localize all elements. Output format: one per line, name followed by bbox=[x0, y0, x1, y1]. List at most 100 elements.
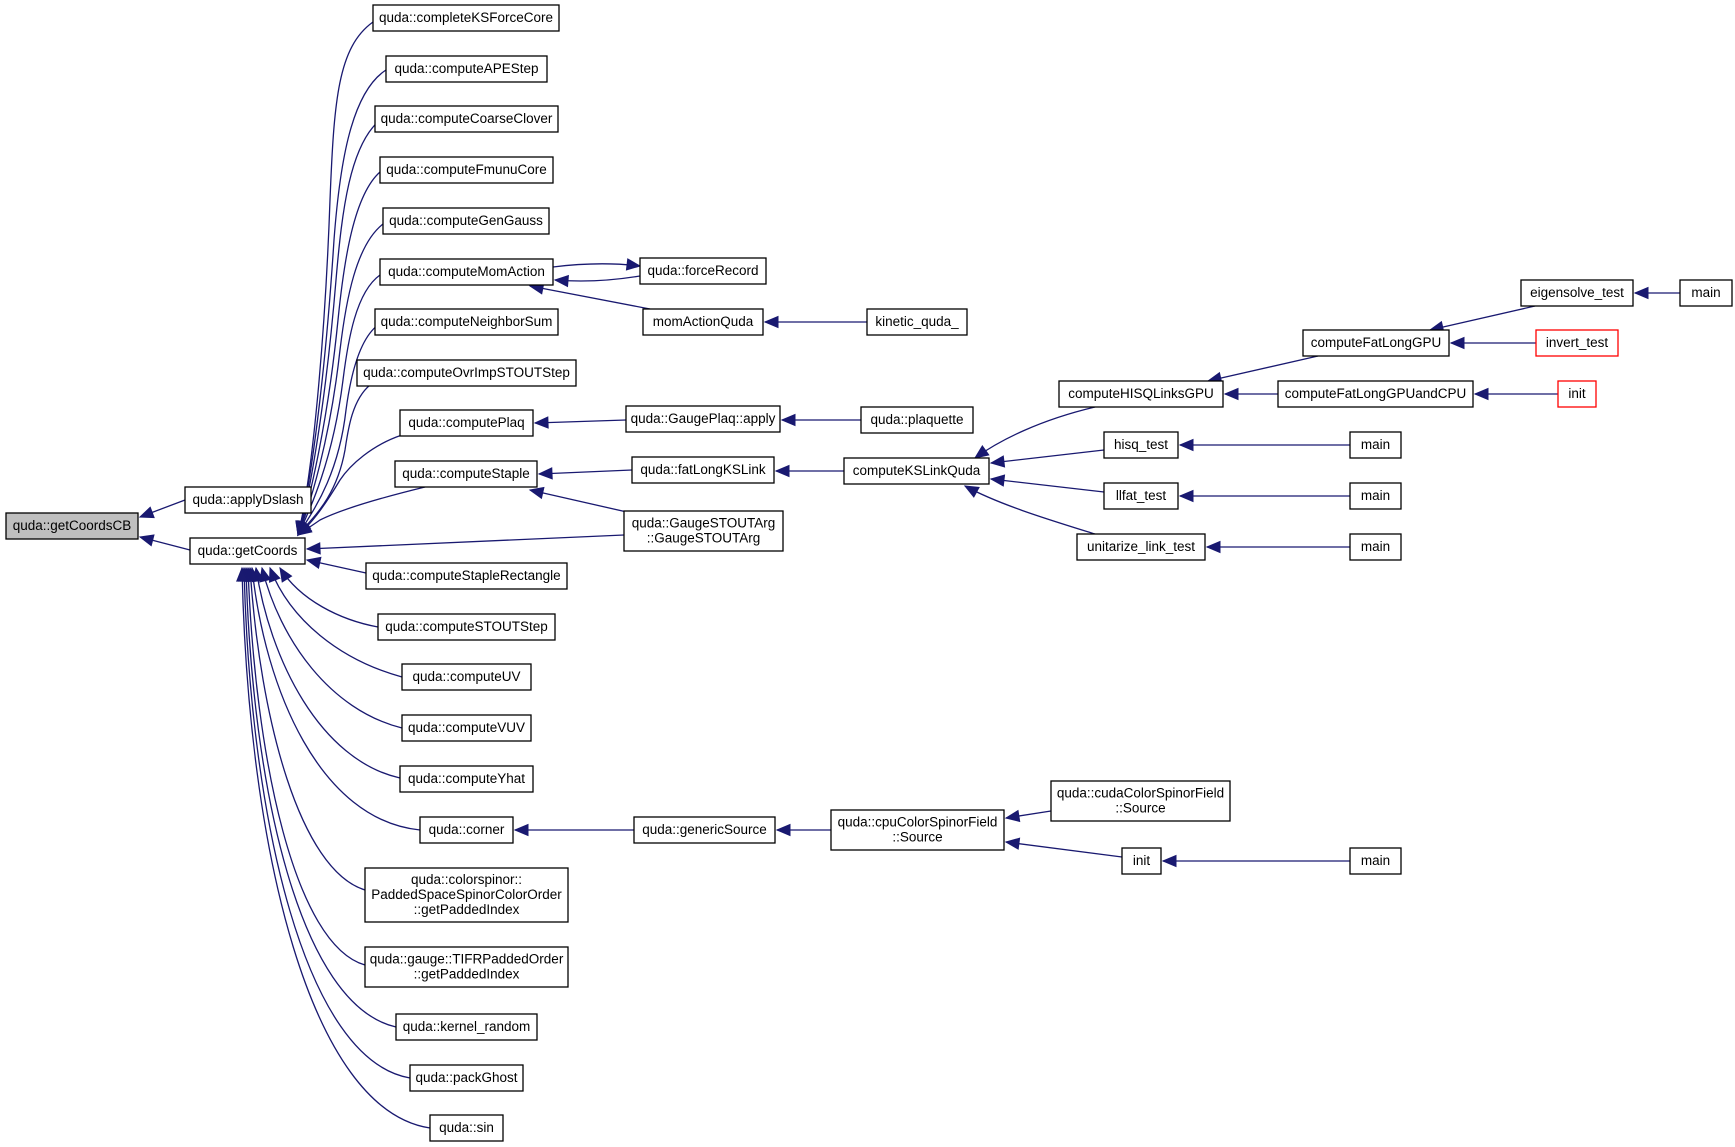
node-main_init[interactable]: main bbox=[1349, 847, 1402, 875]
node-label: PaddedSpaceSpinorColorOrder bbox=[371, 887, 562, 902]
node-box bbox=[1557, 380, 1597, 408]
node-computeOvrImpSTOUTStep[interactable]: quda::computeOvrImpSTOUTStep bbox=[356, 359, 577, 387]
node-computeVUV[interactable]: quda::computeVUV bbox=[401, 714, 532, 742]
edge-line bbox=[1207, 355, 1319, 382]
edge-corner-to-genericSource bbox=[513, 823, 634, 837]
edge-getCoords-to-computeUV bbox=[269, 566, 403, 678]
node-getCoordsCB[interactable]: quda::getCoordsCB bbox=[5, 512, 139, 540]
arrowhead bbox=[1161, 854, 1177, 868]
node-label: quda::packGhost bbox=[415, 1070, 517, 1085]
node-sin[interactable]: quda::sin bbox=[429, 1114, 504, 1142]
node-computeFatLongGPU[interactable]: computeFatLongGPU bbox=[1302, 329, 1450, 357]
node-label: quda::getCoords bbox=[198, 543, 298, 558]
edge-line bbox=[247, 567, 366, 966]
node-completeKSForceCore[interactable]: quda::completeKSForceCore bbox=[372, 4, 560, 32]
arrowhead bbox=[1449, 336, 1465, 350]
node-computeKSLinkQuda[interactable]: computeKSLinkQuda bbox=[843, 457, 990, 485]
node-box bbox=[639, 257, 767, 285]
edge-computeKSLinkQuda-to-llfat_test bbox=[989, 474, 1105, 493]
edge-computeStaple-to-GaugeSTOUTArg bbox=[528, 486, 641, 516]
node-GaugePlaqApply[interactable]: quda::GaugePlaq::apply bbox=[625, 405, 781, 433]
node-computeAPEStep[interactable]: quda::computeAPEStep bbox=[385, 55, 548, 83]
node-getPaddedIndexCS[interactable]: quda::colorspinor::PaddedSpaceSpinorColo… bbox=[364, 867, 569, 923]
node-label: quda::computeCoarseClover bbox=[381, 111, 553, 126]
node-box bbox=[374, 105, 559, 133]
edge-computeKSLinkQuda-to-computeHISQLinksGPU bbox=[973, 406, 1096, 459]
node-label: quda::computeAPEStep bbox=[394, 61, 538, 76]
node-box bbox=[860, 406, 974, 434]
node-box bbox=[843, 457, 990, 485]
node-computeCoarseClover[interactable]: quda::computeCoarseClover bbox=[374, 105, 559, 133]
node-GaugeSTOUTArg[interactable]: quda::GaugeSTOUTArg::GaugeSTOUTArg bbox=[623, 510, 784, 552]
node-computeStapleRectangle[interactable]: quda::computeStapleRectangle bbox=[365, 562, 568, 590]
node-getCoords[interactable]: quda::getCoords bbox=[189, 537, 306, 565]
node-main_llfat[interactable]: main bbox=[1349, 482, 1402, 510]
node-label: quda::computeStapleRectangle bbox=[372, 568, 560, 583]
node-label: ::Source bbox=[1115, 801, 1165, 816]
node-label: quda::computeGenGauss bbox=[389, 213, 543, 228]
node-main_eig[interactable]: main bbox=[1679, 279, 1733, 307]
arrowhead bbox=[296, 522, 313, 536]
node-computePlaq[interactable]: quda::computePlaq bbox=[399, 409, 534, 437]
node-label: ::getPaddedIndex bbox=[414, 902, 520, 917]
node-unitarize_link_test[interactable]: unitarize_link_test bbox=[1076, 533, 1206, 561]
node-computeGenGauss[interactable]: quda::computeGenGauss bbox=[382, 207, 550, 235]
node-box bbox=[399, 409, 534, 437]
node-label: main bbox=[1361, 437, 1390, 452]
node-computeMomAction[interactable]: quda::computeMomAction bbox=[379, 258, 554, 286]
node-hisq_test[interactable]: hisq_test bbox=[1103, 431, 1179, 459]
node-computeYhat[interactable]: quda::computeYhat bbox=[399, 765, 534, 793]
node-label: quda::corner bbox=[429, 822, 505, 837]
node-cudaSource[interactable]: quda::cudaColorSpinorField::Source bbox=[1050, 780, 1231, 822]
node-main_hisq[interactable]: main bbox=[1349, 431, 1402, 459]
arrowhead bbox=[537, 467, 553, 480]
node-init_src[interactable]: init bbox=[1121, 847, 1162, 875]
node-getPaddedIndexTIFR[interactable]: quda::gauge::TIFRPaddedOrder::getPaddedI… bbox=[364, 946, 569, 988]
node-genericSource[interactable]: quda::genericSource bbox=[633, 816, 776, 844]
arrowhead bbox=[1004, 837, 1021, 850]
edge-line bbox=[249, 567, 366, 891]
node-corner[interactable]: quda::corner bbox=[419, 816, 514, 844]
arrowhead bbox=[1205, 540, 1221, 554]
node-box bbox=[866, 308, 968, 336]
node-label: quda::computeOvrImpSTOUTStep bbox=[363, 365, 570, 380]
node-applyDslash[interactable]: quda::applyDslash bbox=[184, 486, 312, 514]
node-packGhost[interactable]: quda::packGhost bbox=[409, 1064, 524, 1092]
node-eigensolve_test[interactable]: eigensolve_test bbox=[1520, 279, 1634, 307]
edge-getCoords-to-getPaddedIndexCS bbox=[244, 566, 366, 891]
node-main_unit[interactable]: main bbox=[1349, 533, 1402, 561]
node-box bbox=[1535, 329, 1619, 357]
node-computeHISQLinksGPU[interactable]: computeHISQLinksGPU bbox=[1058, 380, 1224, 408]
node-init_trunc[interactable]: init bbox=[1557, 380, 1597, 408]
node-kinetic_quda_[interactable]: kinetic_quda_ bbox=[866, 308, 968, 336]
node-llfat_test[interactable]: llfat_test bbox=[1103, 482, 1179, 510]
edge-getCoords-to-computeStaple bbox=[296, 486, 426, 536]
node-label: init bbox=[1133, 853, 1151, 868]
node-label: main bbox=[1361, 853, 1390, 868]
node-computeFatLongGPUandCPU[interactable]: computeFatLongGPUandCPU bbox=[1277, 380, 1474, 408]
node-computeNeighborSum[interactable]: quda::computeNeighborSum bbox=[374, 308, 559, 336]
edge-getCoords-to-GaugeSTOUTArg bbox=[305, 534, 625, 555]
node-computeStaple[interactable]: quda::computeStaple bbox=[394, 460, 538, 488]
edge-fatLongKSLink-to-computeKSLinkQuda bbox=[774, 464, 844, 478]
node-momActionQuda[interactable]: momActionQuda bbox=[642, 308, 764, 336]
arrowhead bbox=[528, 486, 545, 500]
node-forceRecord[interactable]: quda::forceRecord bbox=[639, 257, 767, 285]
node-label: computeFatLongGPU bbox=[1311, 335, 1442, 350]
node-label: computeHISQLinksGPU bbox=[1068, 386, 1214, 401]
node-fatLongKSLink[interactable]: quda::fatLongKSLink bbox=[631, 456, 775, 484]
edge-line bbox=[974, 406, 1096, 459]
edge-line bbox=[297, 69, 387, 536]
node-box bbox=[830, 809, 1005, 851]
node-computeSTOUTStep[interactable]: quda::computeSTOUTStep bbox=[377, 613, 556, 641]
edge-line bbox=[297, 21, 374, 536]
node-plaquette[interactable]: quda::plaquette bbox=[860, 406, 974, 434]
node-box bbox=[385, 55, 548, 83]
node-cpuSource[interactable]: quda::cpuColorSpinorField::Source bbox=[830, 809, 1005, 851]
node-kernel_random[interactable]: quda::kernel_random bbox=[395, 1013, 538, 1041]
node-computeFmunuCore[interactable]: quda::computeFmunuCore bbox=[379, 156, 554, 184]
node-invert_test[interactable]: invert_test bbox=[1535, 329, 1619, 357]
arrowhead bbox=[1004, 809, 1021, 823]
arrowhead bbox=[269, 566, 281, 583]
node-computeUV[interactable]: quda::computeUV bbox=[401, 663, 532, 691]
